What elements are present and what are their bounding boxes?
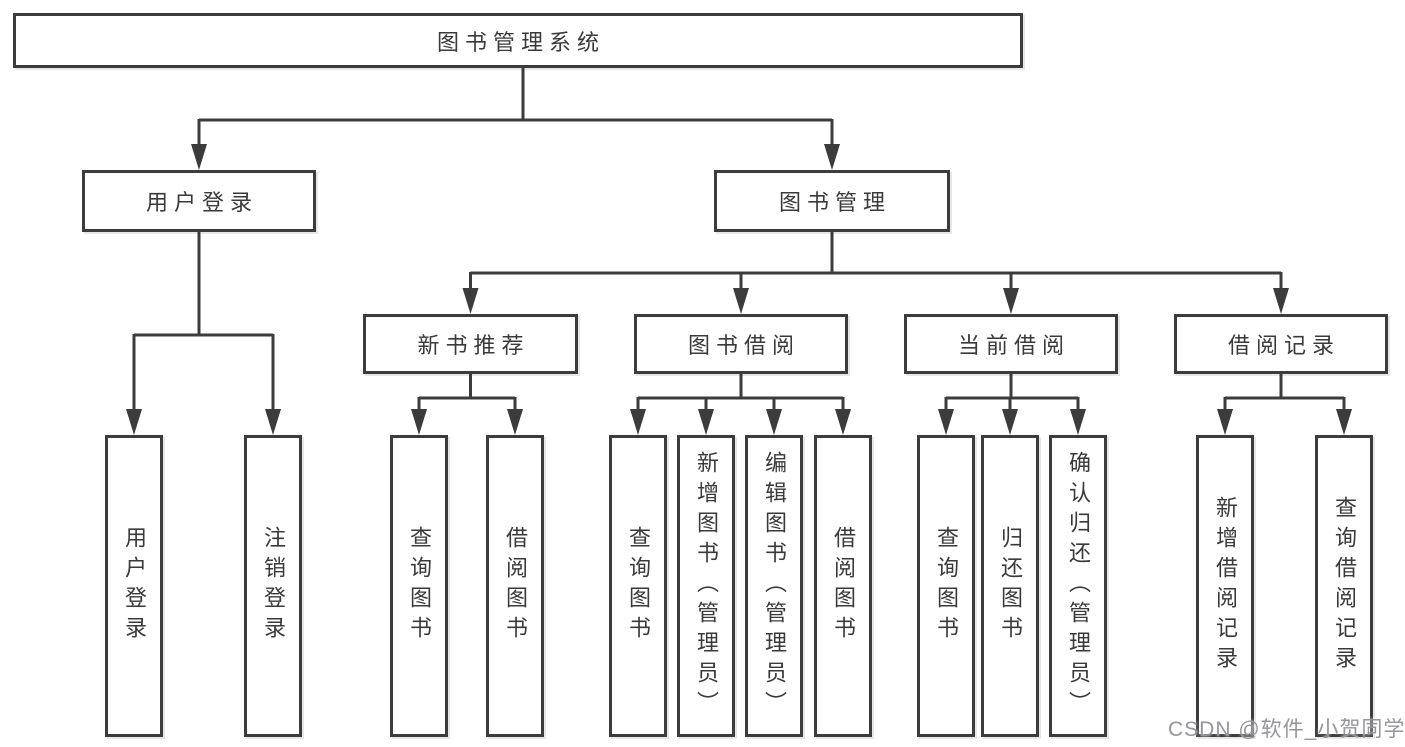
leaf-label: 新增图书（管理员） — [694, 451, 719, 721]
node-book-borrowing: 图书借阅 — [634, 314, 848, 374]
leaf-label: 查询图书 — [626, 526, 651, 646]
leaf-label: 查询借阅记录 — [1332, 496, 1357, 676]
node-user-login: 用户登录 — [82, 170, 316, 232]
node-current-borrowing: 当前借阅 — [904, 314, 1118, 374]
leaf-query-books: 查询图书 — [390, 435, 448, 737]
leaf-label: 新增借阅记录 — [1213, 496, 1238, 676]
leaf-label: 注销登录 — [261, 526, 286, 646]
leaf-label: 查询图书 — [407, 526, 432, 646]
leaf-user-login: 用户登录 — [105, 435, 163, 737]
leaf-label: 编辑图书（管理员） — [762, 451, 787, 721]
leaf-label: 借阅图书 — [831, 526, 856, 646]
node-library-system: 图书管理系统 — [13, 13, 1023, 68]
node-book-management: 图书管理 — [714, 170, 950, 232]
leaf-add-borrow-record: 新增借阅记录 — [1196, 435, 1254, 737]
leaf-label: 查询图书 — [934, 526, 959, 646]
leaf-query-books: 查询图书 — [609, 435, 667, 737]
node-borrow-records: 借阅记录 — [1174, 314, 1388, 374]
csdn-watermark: CSDN @软件_小贺同学 — [1168, 718, 1405, 741]
node-new-book-recommend: 新书推荐 — [363, 314, 578, 374]
leaf-logout: 注销登录 — [244, 435, 302, 737]
leaf-confirm-return-admin: 确认归还（管理员） — [1049, 435, 1107, 737]
leaf-label: 归还图书 — [998, 526, 1023, 646]
leaf-return-books: 归还图书 — [981, 435, 1039, 737]
leaf-query-borrow-record: 查询借阅记录 — [1315, 435, 1373, 737]
leaf-borrow-books: 借阅图书 — [486, 435, 544, 737]
leaf-label: 借阅图书 — [503, 526, 528, 646]
leaf-add-books-admin: 新增图书（管理员） — [677, 435, 735, 737]
leaf-query-books: 查询图书 — [917, 435, 975, 737]
leaf-label: 确认归还（管理员） — [1066, 451, 1091, 721]
leaf-edit-books-admin: 编辑图书（管理员） — [745, 435, 803, 737]
leaf-borrow-books: 借阅图书 — [814, 435, 872, 737]
leaf-label: 用户登录 — [122, 526, 147, 646]
